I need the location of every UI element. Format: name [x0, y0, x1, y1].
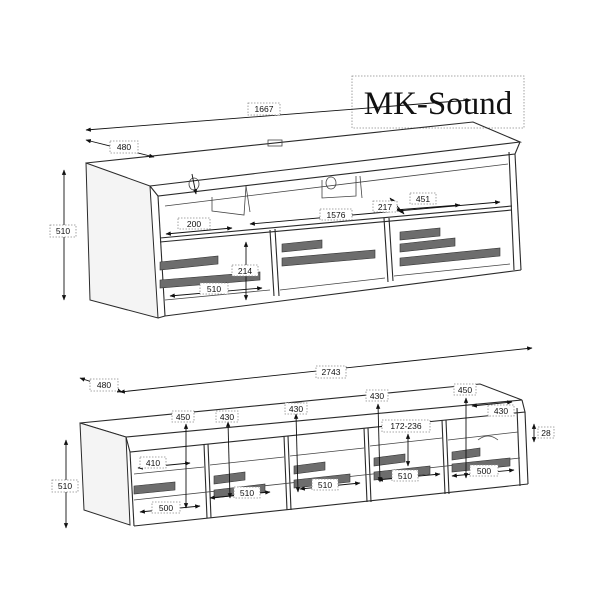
dim-depth-long: 480	[89, 378, 119, 392]
dim-depth: 480	[109, 140, 139, 154]
svg-text:510: 510	[58, 481, 72, 491]
svg-text:1576: 1576	[327, 210, 346, 220]
top-dimension-labels: 1667 480 510 200 1576 217 451 214	[49, 102, 437, 295]
dim-inner-width: 1576	[319, 208, 353, 221]
dim-height-long: 510	[51, 479, 79, 493]
dim-compartment-width: 451	[409, 192, 437, 205]
svg-text:450: 450	[176, 412, 190, 422]
dim-shelf-height-right: 430	[487, 404, 515, 417]
svg-text:510: 510	[398, 471, 412, 481]
dim-bottom-depth-right: 500	[469, 464, 499, 477]
dim-compartment-height-3: 430	[284, 402, 308, 415]
svg-text:510: 510	[56, 226, 70, 236]
svg-text:214: 214	[238, 266, 252, 276]
svg-text:430: 430	[370, 391, 384, 401]
svg-text:172-236: 172-236	[390, 421, 421, 431]
top-cabinet-drawing	[85, 121, 523, 319]
dim-drawer-width-3: 510	[391, 469, 419, 482]
svg-text:500: 500	[477, 466, 491, 476]
svg-text:2743: 2743	[322, 367, 341, 377]
svg-text:28: 28	[541, 428, 551, 438]
brand-name: MK-Sound	[364, 86, 513, 122]
dim-compartment-height-4: 430	[365, 389, 389, 402]
svg-text:217: 217	[378, 202, 392, 212]
svg-text:430: 430	[289, 404, 303, 414]
dim-total-width: 1667	[247, 102, 281, 116]
svg-text:200: 200	[187, 219, 201, 229]
dim-compartment-height-2: 430	[215, 410, 239, 423]
dim-left-shelf: 200	[177, 217, 211, 230]
svg-text:480: 480	[117, 142, 131, 152]
dim-drawer-width-1: 510	[233, 486, 261, 499]
dim-compartment-depth: 217	[372, 200, 398, 213]
svg-text:480: 480	[97, 380, 111, 390]
dim-drawer-width-2: 510	[311, 478, 339, 491]
dim-side-thickness: 28	[537, 426, 555, 439]
dim-height: 510	[49, 224, 77, 238]
svg-text:450: 450	[458, 385, 472, 395]
svg-text:430: 430	[220, 412, 234, 422]
dim-drawer-width: 510	[199, 282, 229, 295]
svg-text:410: 410	[146, 458, 160, 468]
dim-adjustable-range: 172-236	[381, 419, 431, 433]
dim-compartment-height-5: 450	[453, 383, 477, 396]
svg-text:510: 510	[240, 488, 254, 498]
bottom-dimension-labels: 2743 480 510 450 430 430 430 450	[51, 365, 555, 514]
svg-text:510: 510	[207, 284, 221, 294]
dim-bottom-depth-left: 500	[151, 501, 181, 514]
brand-logo: MK-Sound	[351, 75, 525, 129]
dim-compartment-height-1: 450	[171, 410, 195, 423]
svg-text:1667: 1667	[255, 104, 274, 114]
dim-left-shelf-long: 410	[139, 456, 167, 469]
svg-text:500: 500	[159, 503, 173, 513]
dim-total-width-long: 2743	[315, 365, 347, 379]
svg-text:451: 451	[416, 194, 430, 204]
dim-drawer-height: 214	[231, 264, 259, 277]
svg-text:510: 510	[318, 480, 332, 490]
svg-text:430: 430	[494, 406, 508, 416]
